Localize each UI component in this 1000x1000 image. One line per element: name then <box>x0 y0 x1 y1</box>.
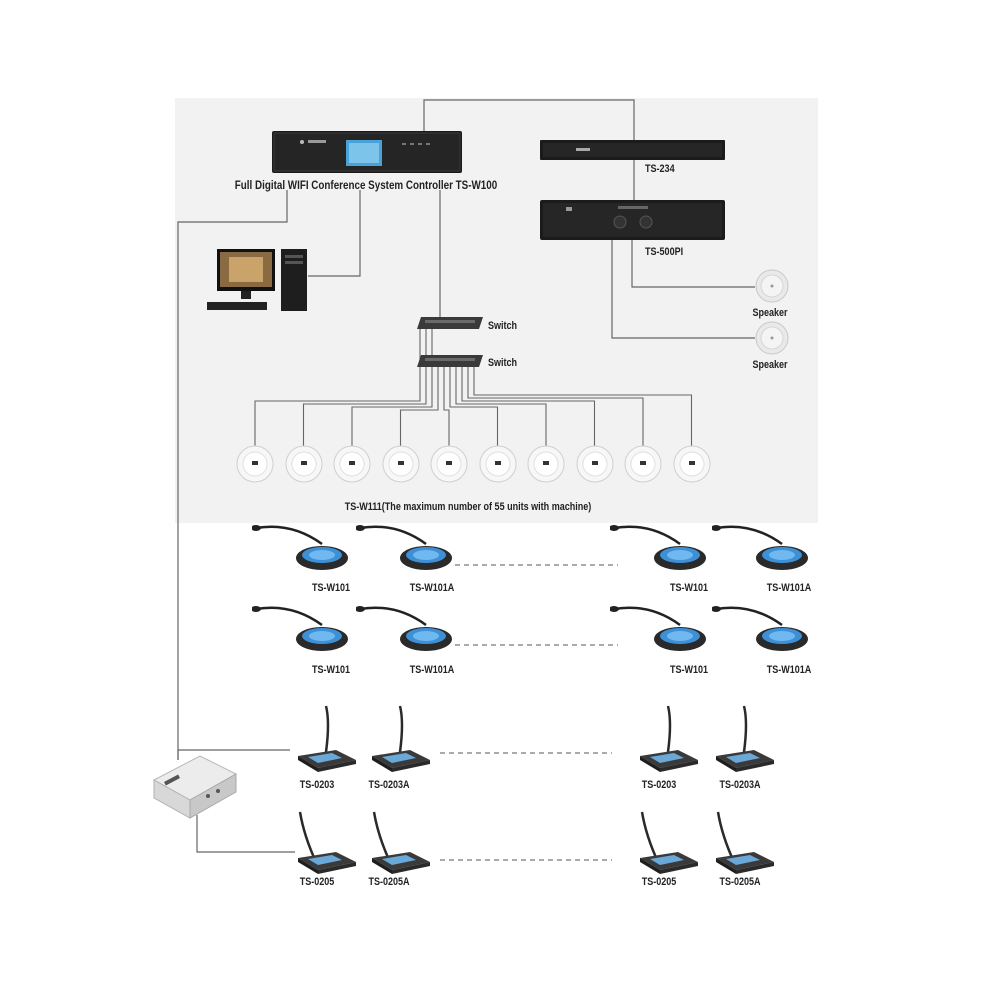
switch-label-2: Switch <box>488 357 518 369</box>
computer-icon <box>207 249 307 311</box>
wired-microphone-icon <box>372 705 430 772</box>
wired-microphone-icon <box>716 811 774 874</box>
wireless-access-point-icon <box>285 445 322 483</box>
wireless-microphone-icon <box>712 606 808 651</box>
wireless-unit-label: TS-W101 <box>311 664 351 676</box>
ap-connection-line <box>302 325 427 446</box>
access-points-label: TS-W111(The maximum number of 55 units w… <box>344 501 592 513</box>
wireless-microphone-icon <box>712 525 808 570</box>
wired-microphone-icon <box>298 705 356 772</box>
wired-unit-label: TS-0203 <box>299 779 335 791</box>
wireless-microphone-icon <box>252 606 348 651</box>
wireless-access-point-icon <box>382 445 419 483</box>
speaker-icon <box>755 321 789 355</box>
wired-unit-label: TS-0205A <box>719 876 761 888</box>
wireless-unit-label: TS-W101A <box>766 582 812 594</box>
ts234-rack-icon <box>540 140 725 160</box>
wireless-access-point-icon <box>527 445 565 483</box>
wireless-unit-label: TS-W101 <box>669 582 709 594</box>
wireless-unit-label: TS-W101 <box>669 664 709 676</box>
ap-connection-line <box>449 363 499 446</box>
wireless-access-point-icon <box>333 445 371 483</box>
wired-microphone-icon <box>298 811 356 874</box>
wired-unit-label: TS-0205 <box>299 876 335 888</box>
speaker-icon <box>755 269 789 303</box>
wireless-microphone-icon <box>356 606 452 651</box>
controller-rack-icon <box>272 131 462 173</box>
network-switch-icon <box>417 355 483 367</box>
wireless-access-point-icon <box>576 445 613 483</box>
ap-connection-line <box>254 325 421 446</box>
ts234-label: TS-234 <box>645 163 675 175</box>
wireless-microphone-icon <box>356 525 452 570</box>
wired-unit-label: TS-0203A <box>368 779 410 791</box>
network-switch-icon <box>417 317 483 329</box>
wired-microphone-icon <box>640 705 698 772</box>
wired-unit-label: TS-0205 <box>641 876 677 888</box>
ap-connection-line <box>467 363 644 446</box>
wireless-access-point-icon <box>430 445 468 483</box>
wireless-unit-label: TS-W101A <box>409 582 455 594</box>
wired-microphone-icon <box>716 705 774 772</box>
ts500pi-label: TS-500PI <box>645 246 684 258</box>
ap-connection-line <box>473 363 693 446</box>
speaker-label-1: Speaker <box>752 307 788 319</box>
wireless-access-point-icon <box>624 445 662 483</box>
wired-unit-label: TS-0205A <box>368 876 410 888</box>
wireless-unit-label: TS-W101 <box>311 582 351 594</box>
controller-label: Full Digital WIFI Conference System Cont… <box>234 178 498 192</box>
wireless-access-point-icon <box>673 445 710 483</box>
ap-connection-line <box>461 363 596 446</box>
wireless-unit-label: TS-W101A <box>766 664 812 676</box>
wireless-access-point-icon <box>479 445 516 483</box>
ap-connection-line <box>443 363 450 446</box>
switch-label-1: Switch <box>488 320 518 332</box>
wireless-microphone-icon <box>610 525 706 570</box>
wired-unit-label: TS-0203A <box>719 779 761 791</box>
wired-microphone-icon <box>640 811 698 874</box>
speaker-label-2: Speaker <box>752 359 788 371</box>
wired-unit-label: TS-0203 <box>641 779 677 791</box>
ap-connection-line <box>455 363 547 446</box>
wireless-microphone-icon <box>252 525 348 570</box>
wired-microphone-icon <box>372 811 430 874</box>
wireless-access-point-icon <box>236 445 274 483</box>
amplifier-rack-icon <box>540 200 725 240</box>
wireless-unit-label: TS-W101A <box>409 664 455 676</box>
wireless-microphone-icon <box>610 606 706 651</box>
extension-unit-icon <box>152 755 238 819</box>
ap-connection-line <box>399 363 439 446</box>
